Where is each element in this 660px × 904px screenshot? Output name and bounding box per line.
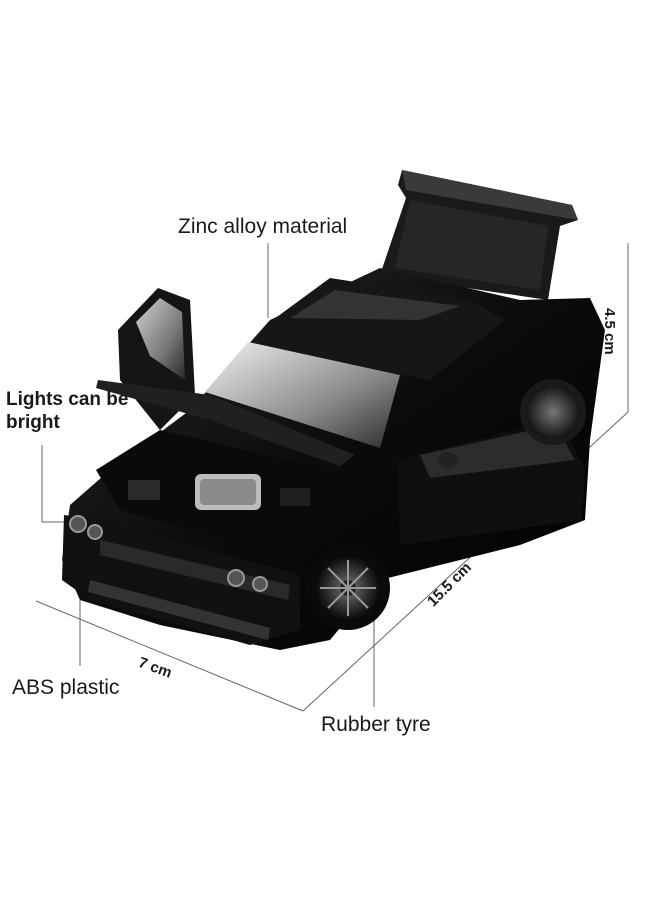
- headlight-left: [69, 515, 87, 533]
- side-mirror: [438, 452, 458, 468]
- hood: [96, 380, 355, 466]
- lights-label-line1: Lights can be: [6, 389, 129, 410]
- rear-wheel: [520, 379, 586, 445]
- lights-label: Lights can be bright: [6, 388, 128, 434]
- abs-plastic-label: ABS plastic: [12, 676, 120, 699]
- lights-label-line2: bright: [6, 412, 60, 433]
- headlight-right: [227, 569, 245, 587]
- zinc-alloy-label: Zinc alloy material: [178, 215, 348, 238]
- car-model: [62, 170, 605, 650]
- rubber-tyre-label: Rubber tyre: [321, 713, 431, 736]
- height-dimension-label: 4.5 cm: [601, 308, 618, 355]
- lights-callout-line: [41, 445, 64, 523]
- windshield: [205, 342, 400, 448]
